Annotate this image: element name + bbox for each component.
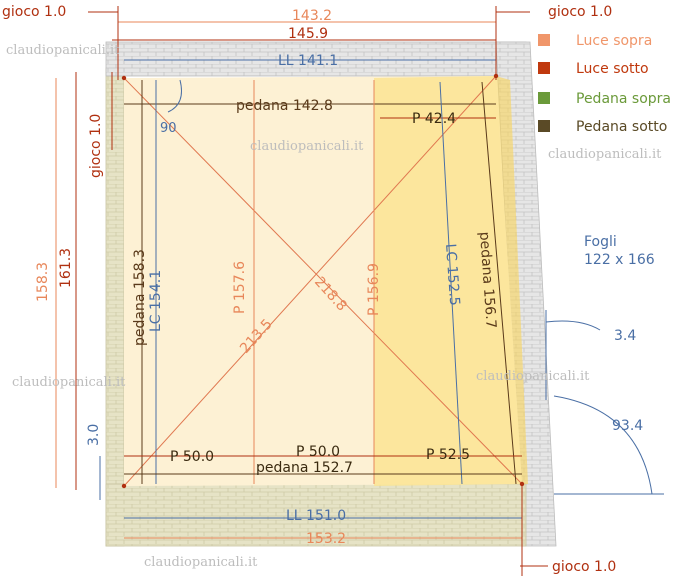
watermark: claudiopanicali.it <box>476 369 590 384</box>
corner-dot-br <box>519 481 525 487</box>
legend-swatch-luce-sopra <box>538 34 550 46</box>
label-angle-3-4: 3.4 <box>614 328 636 344</box>
label-fogli-size: 122 x 166 <box>584 252 655 268</box>
room-floor-yellow <box>374 76 522 486</box>
label-pedana-158-3: pedana 158.3 <box>132 249 148 346</box>
label-dim-158-3: 158.3 <box>35 262 51 302</box>
legend-label-pedana-sopra: Pedana sopra <box>576 91 671 107</box>
corner-dot-tl <box>121 75 127 81</box>
label-p-50-0-b: P 50.0 <box>296 444 340 460</box>
angle-arc-90 <box>167 79 182 113</box>
label-dim-145-9: 145.9 <box>288 26 328 42</box>
label-dim-153-2: 153.2 <box>306 531 346 547</box>
label-gioco-top-left: gioco 1.0 <box>2 4 66 20</box>
watermark: claudiopanicali.it <box>6 43 120 58</box>
label-lc-154-1: LC 154.1 <box>148 270 164 332</box>
diagonal-b <box>123 75 497 487</box>
label-gioco-top-right: gioco 1.0 <box>548 4 612 20</box>
dim-line-pedana-156 <box>481 81 517 485</box>
legend-label-pedana-sotto: Pedana sotto <box>576 119 667 135</box>
label-dim-143-2: 143.2 <box>292 8 332 24</box>
label-p-156-9: P 156.9 <box>366 263 382 316</box>
dim-line-lc-152 <box>439 81 463 485</box>
label-ll-top: LL 141.1 <box>278 53 338 69</box>
corner-dot-tr <box>493 73 499 79</box>
legend-swatch-pedana-sotto <box>538 120 550 132</box>
label-angle-93-4: 93.4 <box>612 418 643 434</box>
label-angle-90: 90 <box>160 121 177 136</box>
label-p-52-5: P 52.5 <box>426 447 470 463</box>
diagonal-a <box>123 77 523 485</box>
label-p-157-6: P 157.6 <box>232 261 248 314</box>
watermark: claudiopanicali.it <box>12 375 126 390</box>
label-gioco-bottom-right: gioco 1.0 <box>552 559 616 575</box>
label-dim-161-3: 161.3 <box>58 248 74 288</box>
room-floor-edge <box>496 76 528 484</box>
watermark: claudiopanicali.it <box>548 147 662 162</box>
label-lc-152-5: LC 152.5 <box>442 243 462 306</box>
label-fogli-title: Fogli <box>584 234 617 250</box>
legend-label-luce-sopra: Luce sopra <box>576 33 652 49</box>
label-p-42-4: P 42.4 <box>412 111 456 127</box>
corner-dot-bl <box>121 483 127 489</box>
label-p-50-0-a: P 50.0 <box>170 449 214 465</box>
label-pedana-152-7: pedana 152.7 <box>256 460 353 476</box>
legend-swatch-luce-sotto <box>538 62 550 74</box>
label-pedana-top: pedana 142.8 <box>236 98 333 114</box>
angle-arc-93-4 <box>553 395 653 495</box>
legend-label-luce-sotto: Luce sotto <box>576 61 649 77</box>
label-ll-bottom: LL 151.0 <box>286 508 346 524</box>
label-pedana-156-7: pedana 156.7 <box>476 231 499 329</box>
angle-arc-3-4 <box>545 320 601 331</box>
watermark: claudiopanicali.it <box>144 555 258 570</box>
label-gioco-left-vertical: gioco 1.0 <box>88 114 104 178</box>
wall-left <box>105 67 125 547</box>
wall-top <box>105 41 527 77</box>
watermark: claudiopanicali.it <box>250 139 364 154</box>
legend-swatch-pedana-sopra <box>538 92 550 104</box>
label-dim-3-0: 3.0 <box>86 424 102 446</box>
